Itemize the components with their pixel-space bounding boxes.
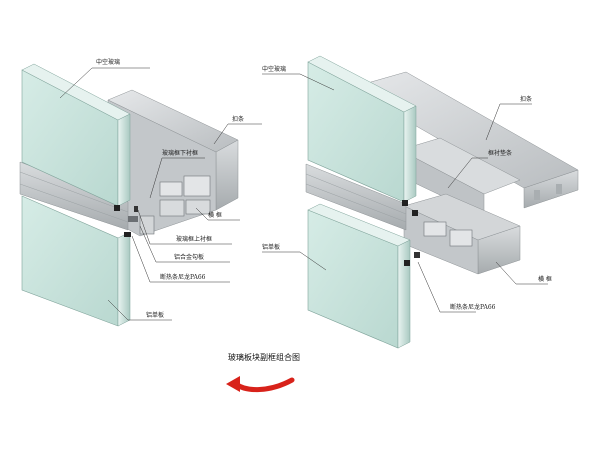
right-gasket-1 — [402, 200, 408, 206]
right-label-aluminum-panel: 铝单板 — [262, 244, 281, 251]
right-gasket-3 — [404, 260, 410, 266]
right-chamber-2 — [449, 229, 473, 247]
right-upper-glass-side — [403, 105, 417, 203]
right-lower-glass-side — [397, 239, 411, 349]
right-label-frame-spacer: 框衬垫条 — [488, 150, 513, 157]
left-hook — [139, 215, 155, 235]
left-profile-face — [215, 139, 239, 211]
right-transom-band — [305, 163, 407, 231]
left-label-horizontal-frame: 横 框 — [208, 212, 222, 219]
right-label-hollow-glass: 中空玻璃 — [262, 66, 287, 73]
left-label-glass-upper-frame: 玻璃框上衬框 — [176, 236, 213, 243]
left-label-hollow-glass: 中空玻璃 — [96, 59, 121, 66]
right-gasket-2 — [412, 210, 418, 216]
left-upper-glass-side — [117, 113, 131, 207]
left-chamber-2 — [183, 175, 211, 197]
right-label-insulation-strip: 断热条尼龙PA66 — [450, 304, 496, 311]
left-gasket-2 — [124, 232, 131, 237]
left-label-fixing-strip: 扣条 — [232, 116, 245, 123]
left-gasket-3 — [134, 206, 138, 212]
left-gasket-1 — [114, 205, 120, 211]
left-chamber-4 — [185, 199, 211, 215]
right-gasket-4 — [414, 252, 420, 258]
right-label-fixing-strip: 扣条 — [520, 96, 533, 103]
diagram-caption: 玻璃板块副框组合图 — [228, 353, 300, 362]
left-label-insulation-strip: 断热条尼龙PA66 — [160, 274, 206, 281]
left-assembly — [19, 63, 262, 327]
curved-arrow-icon — [226, 376, 295, 392]
left-chamber-1 — [159, 181, 183, 197]
left-chamber-3 — [159, 199, 185, 217]
right-profile-body — [403, 205, 479, 275]
right-label-horizontal-frame: 横 框 — [538, 276, 552, 283]
right-chamber-1 — [423, 221, 447, 237]
right-assembly — [262, 55, 579, 349]
left-insulator — [128, 216, 138, 222]
left-label-aluminum-panel: 铝单板 — [146, 312, 165, 319]
left-label-glass-lower-frame: 玻璃框下衬框 — [162, 150, 199, 157]
left-label-alloy-hook: 铝合金勾板 — [174, 254, 205, 261]
